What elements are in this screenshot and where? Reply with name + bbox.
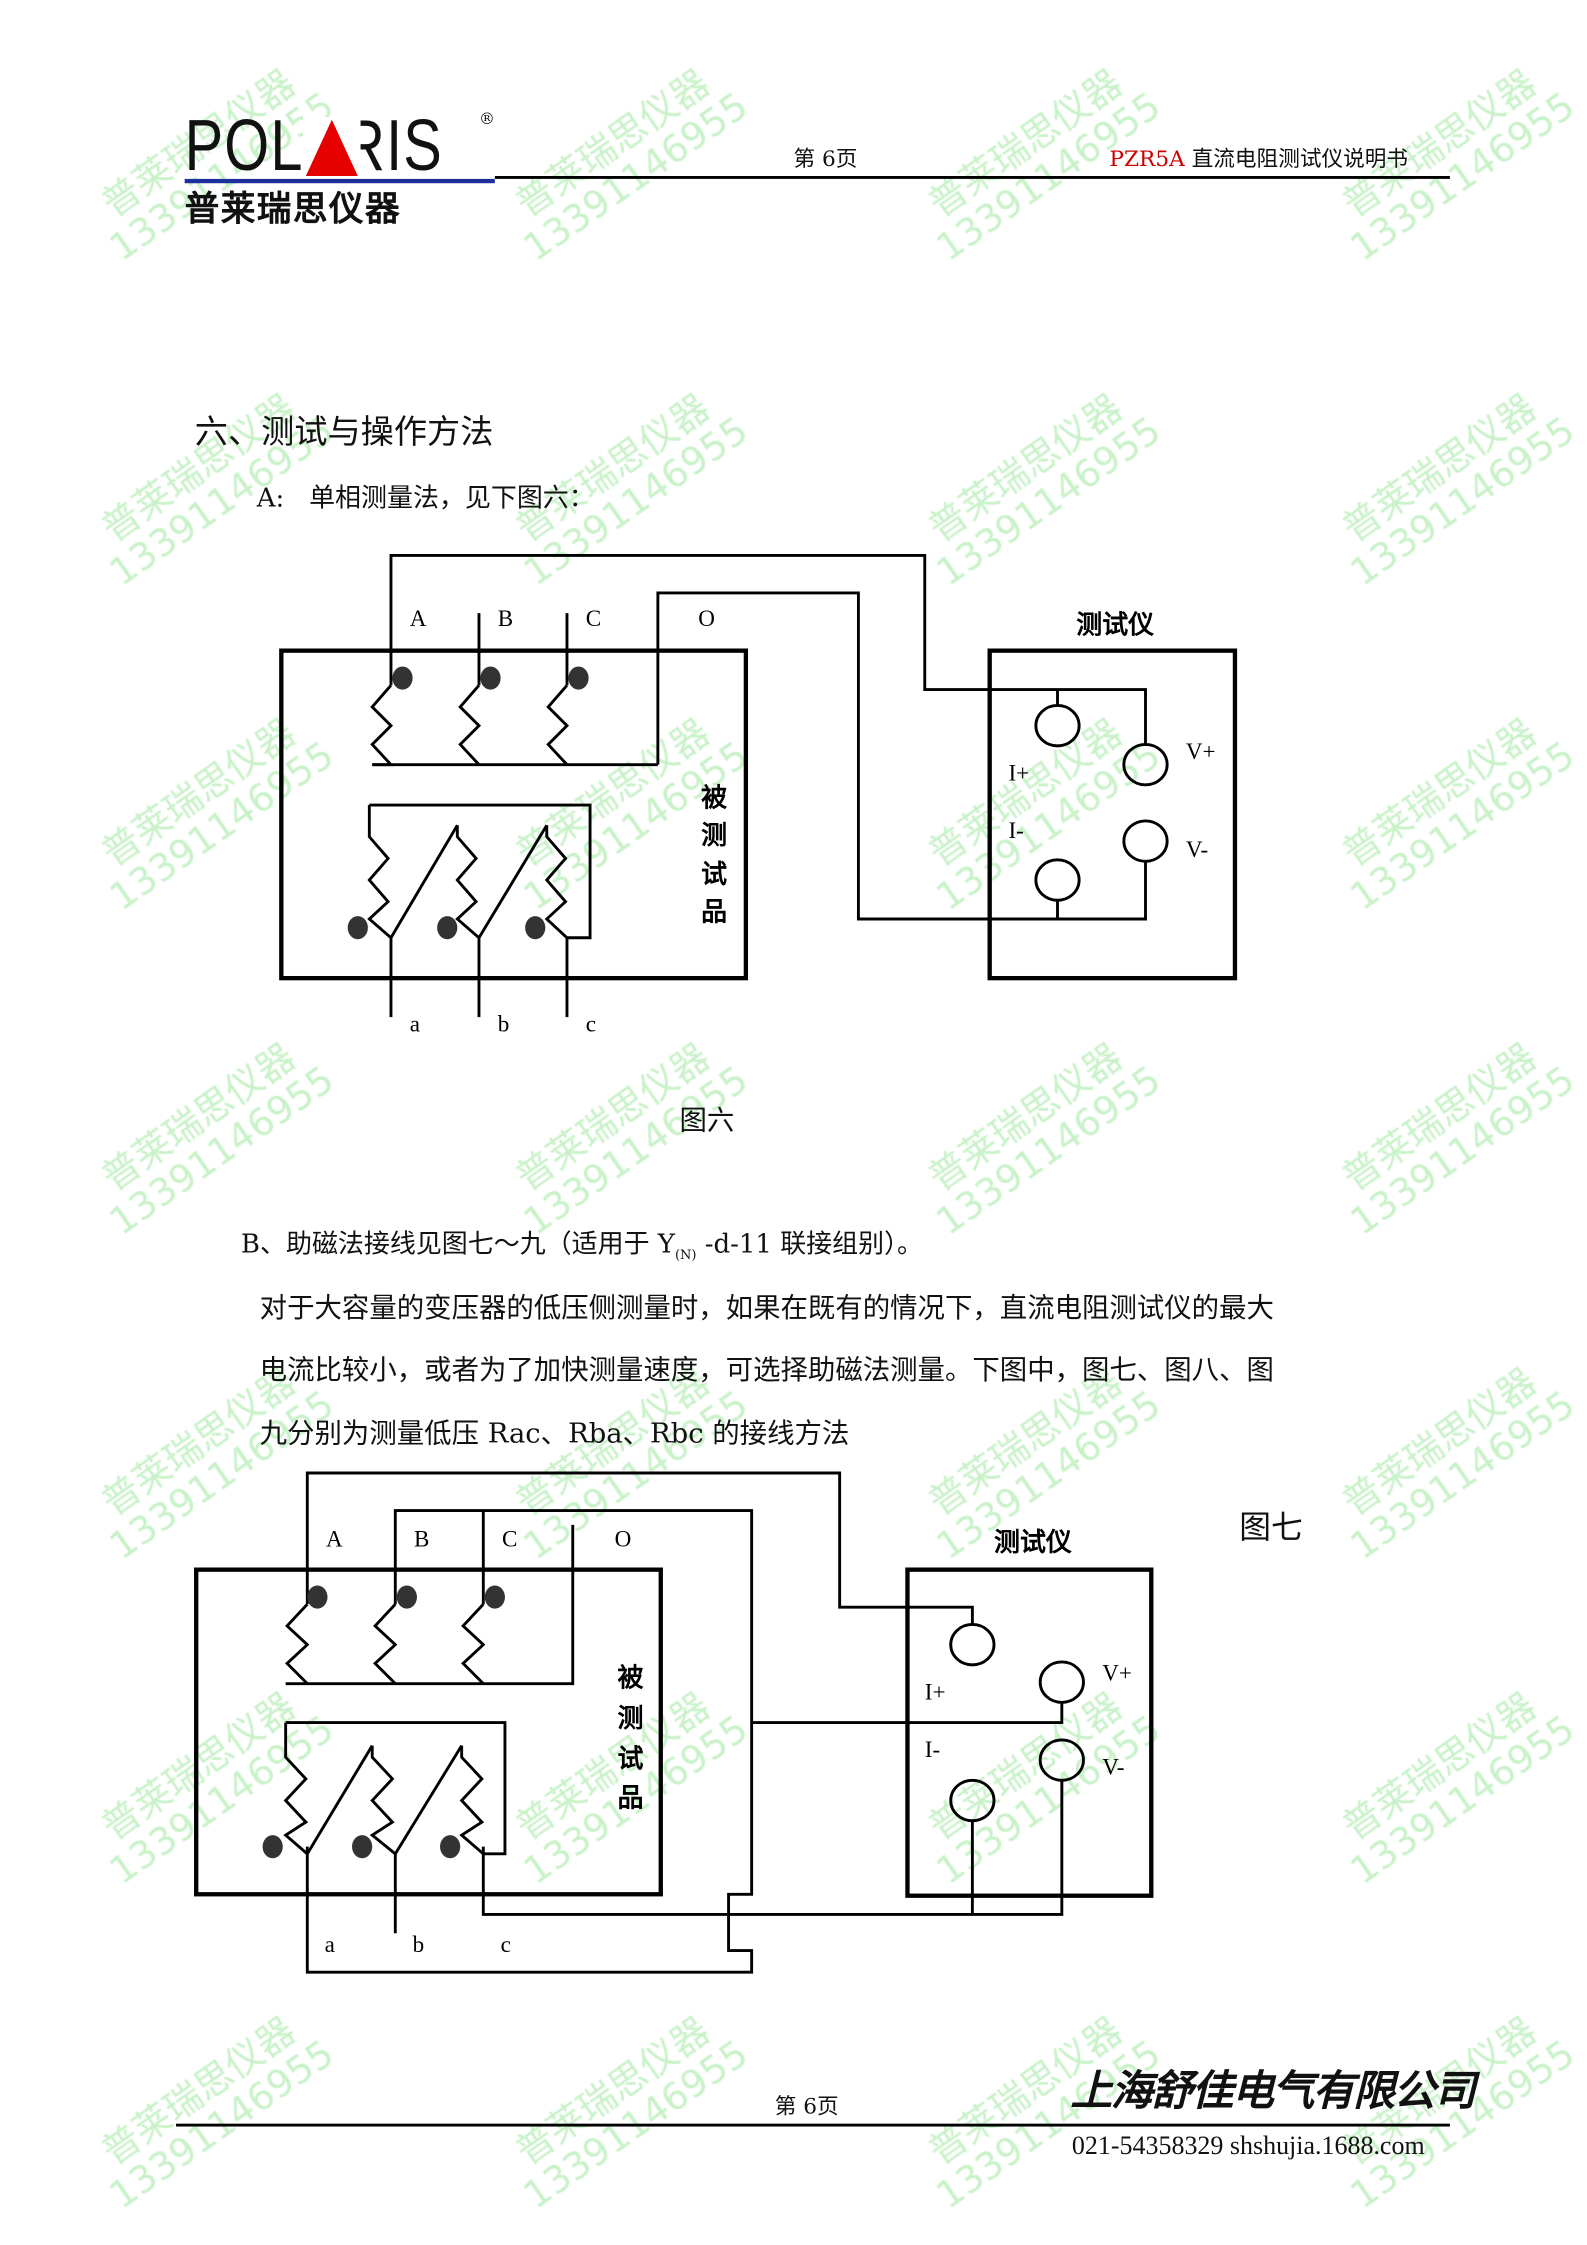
diagram-label: I-	[925, 1736, 940, 1762]
figure-6-caption: 图六	[679, 1105, 735, 1137]
label-A: A	[410, 605, 427, 631]
label-c: c	[586, 1011, 596, 1037]
diagram-label: A	[326, 1526, 343, 1552]
company-name: 上海舒佳电气有限公司	[1070, 2065, 1475, 2115]
instrument-label: 测试仪	[1076, 610, 1154, 640]
figure-6-diagram: A B C O a b c 被 测 试 品 测试仪 I+ I- V+ V-	[279, 553, 1238, 1037]
logo-underline	[184, 178, 495, 184]
dut-box	[279, 648, 749, 981]
method-b-line: B、助磁法接线见图七～九（适用于 Y(N) -d-11 联接组别）。	[240, 1229, 924, 1264]
label-B: B	[498, 605, 513, 631]
diagram-label: 试	[701, 860, 727, 890]
diagram-label: 品	[617, 1783, 643, 1813]
label-a: a	[410, 1011, 420, 1037]
footer-page-number: 第 6页	[774, 2093, 839, 2120]
section-heading: 六、测试与操作方法	[194, 414, 494, 452]
paragraph-line-2: 电流比较小，或者为了加快测量速度，可选择助磁法测量。下图中，图七、图八、图	[259, 1354, 1274, 1387]
figure-6-wires	[279, 553, 1238, 1018]
diagram-label: I+	[925, 1679, 946, 1705]
diagram-label: 被	[701, 783, 727, 813]
diagram-label: V+	[1102, 1660, 1132, 1686]
header-page-number: 第 6页	[793, 145, 858, 172]
logo-text-cn: 普莱瑞思仪器	[184, 188, 402, 230]
doc-title: 直流电阻测试仪说明书	[1191, 145, 1409, 172]
diagram-label: b	[413, 1931, 425, 1957]
i-minus-port	[1034, 858, 1081, 902]
diagram-label: B	[414, 1526, 429, 1552]
v-plus-port	[1122, 742, 1169, 787]
label-b: b	[498, 1011, 510, 1037]
method-a-line: A: 单相测量法，见下图六：	[256, 483, 595, 514]
figure-7-caption: 图七	[1239, 1510, 1303, 1547]
header-rule	[494, 176, 1450, 179]
header-doc-title: PZR5A 直流电阻测试仪说明书	[1109, 143, 1408, 173]
diagram-label: I+	[1008, 760, 1029, 786]
logo: POLARIS ® 普莱瑞思仪器	[184, 109, 508, 231]
diagram-label: 试	[617, 1744, 643, 1774]
diagram-label: 测试仪	[994, 1528, 1072, 1558]
paragraph-line-3: 九分别为测量低压 Rac、Rba、Rbc 的接线方法	[259, 1418, 850, 1450]
instrument-box	[987, 648, 1238, 981]
model-name: PZR5A	[1109, 145, 1185, 172]
company-contact: 021-54358329 shshujia.1688.com	[1071, 2130, 1425, 2160]
label-C: C	[586, 605, 601, 631]
diagram-label: 测	[617, 1704, 643, 1734]
dut-box-fig7	[194, 1567, 663, 1897]
diagram-label: V+	[1186, 738, 1216, 764]
diagram-label: I-	[1008, 817, 1023, 843]
diagram-label: V-	[1102, 1754, 1124, 1780]
footer-rule	[176, 2123, 1450, 2127]
figure-7-diagram: A B C O a b c 被 测 试 品 测试仪 I+ I- V+ V-	[194, 1471, 1154, 1974]
v-minus-port	[1122, 819, 1169, 863]
registered-mark: ®	[478, 109, 495, 129]
diagram-label: V-	[1186, 836, 1208, 862]
diagram-label: 测	[701, 821, 727, 851]
diagram-label: C	[502, 1526, 517, 1552]
i-plus-port	[1034, 704, 1081, 748]
diagram-label: 品	[701, 897, 727, 927]
terminal-dots	[347, 666, 589, 940]
label-O: O	[698, 605, 715, 631]
diagram-label: O	[615, 1526, 632, 1552]
diagram-label: a	[325, 1931, 335, 1957]
instrument-box-fig7	[905, 1567, 1154, 1898]
logo-red-triangle-icon	[302, 116, 361, 178]
diagram-label: 被	[617, 1664, 643, 1694]
paragraph-line-1: 对于大容量的变压器的低压侧测量时，如果在既有的情况下，直流电阻测试仪的最大	[259, 1292, 1274, 1325]
diagram-label: c	[501, 1931, 511, 1957]
